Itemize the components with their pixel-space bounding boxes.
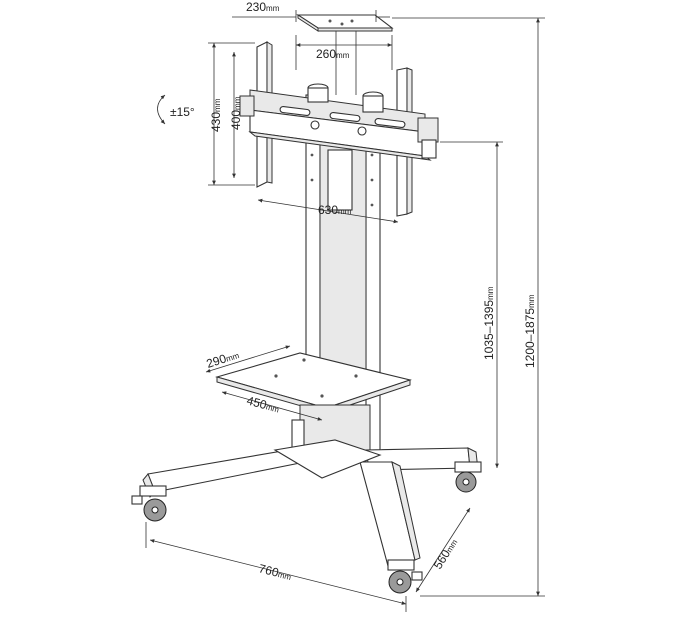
bracket-height-inner-label: 400mm <box>229 96 243 130</box>
top-plate-depth-label: 260mm <box>316 47 350 61</box>
shelf-width-label: 450mm <box>245 393 281 415</box>
shelf-depth-label: 290mm <box>205 347 241 371</box>
overall-height-label: 1200–1875mm <box>523 294 537 368</box>
bracket-height-outer-label: 430mm <box>209 98 223 132</box>
base-depth-label: 560mm <box>431 536 461 572</box>
base-width-label: 760mm <box>257 561 293 583</box>
dimension-labels: 230mm 260mm 430mm 400mm ±15° 630mm 1035–… <box>170 0 537 583</box>
top-plate <box>296 14 394 95</box>
base <box>142 404 479 567</box>
tilt-label: ±15° <box>170 105 195 119</box>
dimension-lines <box>145 10 545 612</box>
bracket-center-height-label: 1035–1395mm <box>482 286 496 360</box>
bracket-width-label: 630mm <box>318 203 352 217</box>
vesa-bracket <box>239 41 439 217</box>
top-plate-width-label: 230mm <box>246 0 280 14</box>
